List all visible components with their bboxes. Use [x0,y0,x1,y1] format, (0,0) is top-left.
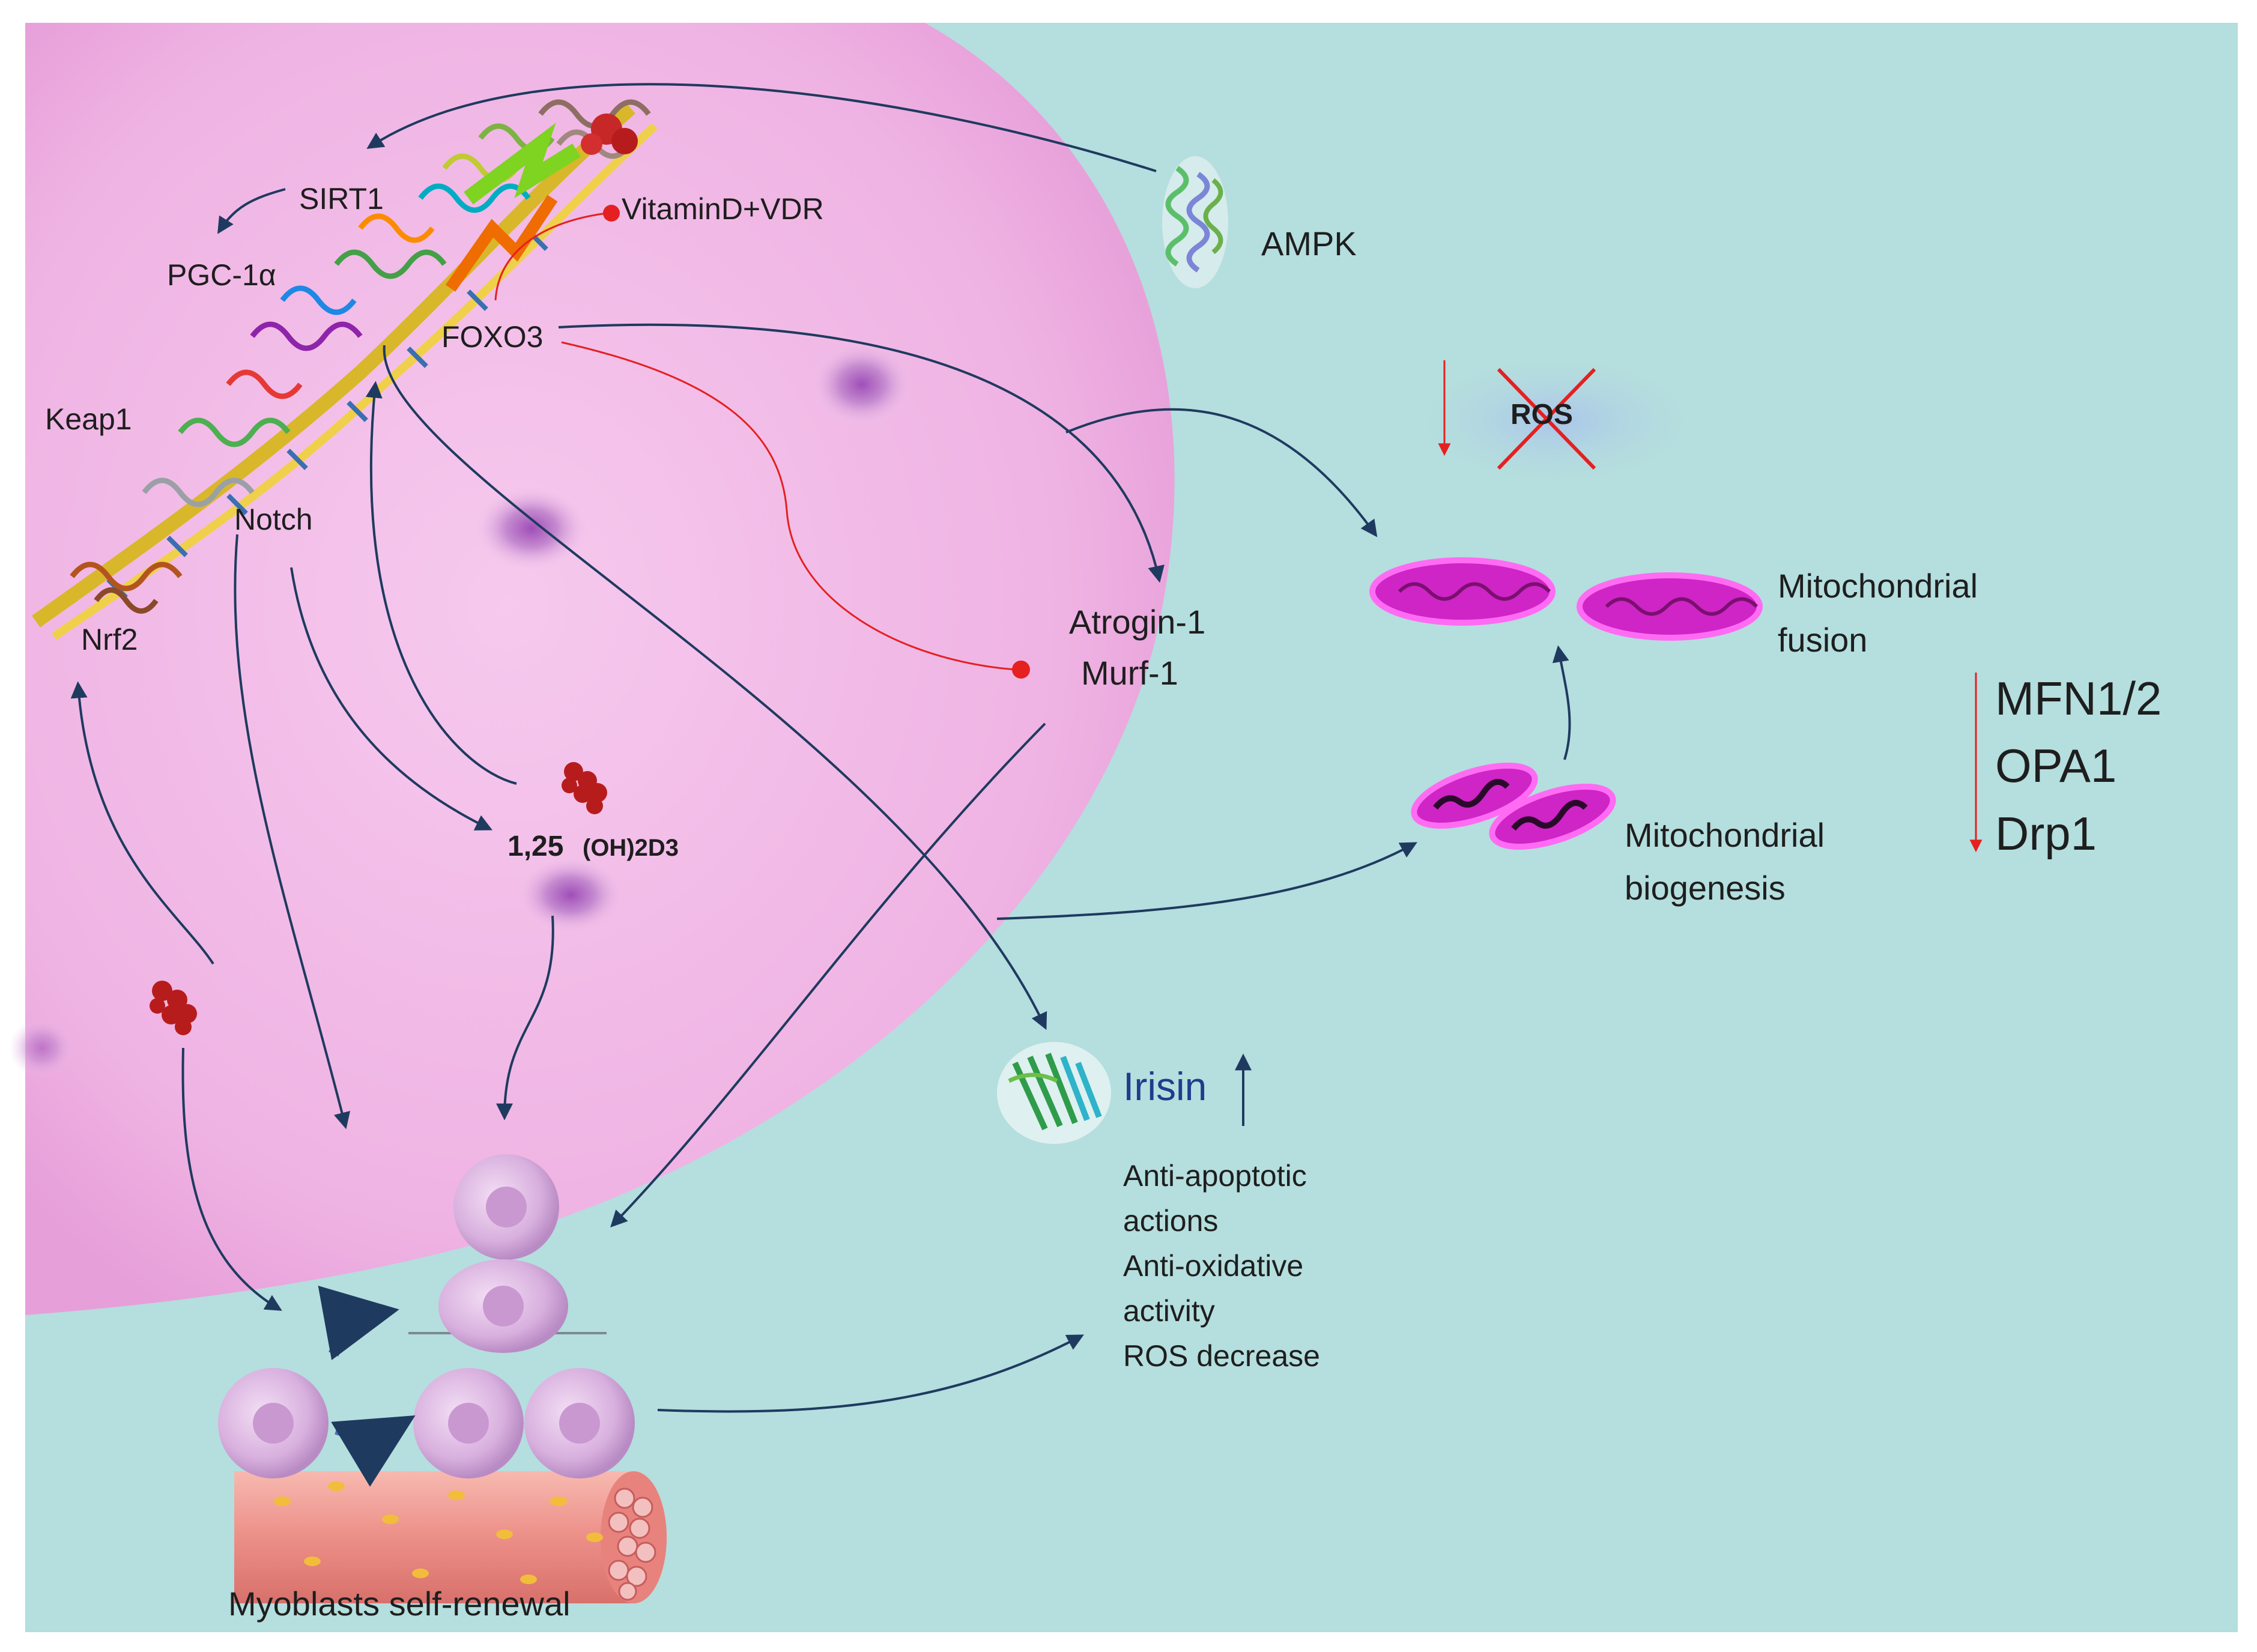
notch-to-cells-arrow [234,534,351,1130]
sirt1-label: SIRT1 [299,182,384,216]
pgc1a-to-irisin-arrow [383,345,1047,1030]
irisin-effect-5: ROS decrease [1123,1339,1320,1373]
biogenesis-to-fusion-arrow [1552,645,1571,760]
calcitriol-suffix-label: (OH)2D3 [583,835,679,861]
pathway-arrows [70,83,1571,1413]
division-arrow [331,1415,416,1487]
molecule-icon [150,981,197,1035]
nucleus [811,342,913,426]
mitochondrion-icon [1411,762,1616,850]
nucleus [517,856,625,934]
inhibition-end-icon [1012,661,1030,679]
keap1-label: Keap1 [45,402,132,436]
irisin-effect-4: activity [1123,1294,1215,1328]
ros-cloud [1405,351,1706,489]
muscle-fiber-icon [234,1471,667,1603]
irisin-label: Irisin [1123,1064,1207,1109]
nrf2-label: Nrf2 [81,623,138,656]
vitd-inhibits-foxo3-line [494,212,607,301]
calcitriol-to-pgc1a-arrow [365,381,517,785]
myoblast-cells [218,1368,635,1478]
inhibition-end-icon [603,205,620,222]
mfn12-label: MFN1/2 [1995,672,2162,725]
molecule-to-nrf2-arrow [70,681,214,965]
mito-fusion-label-line1: Mitochondrial [1778,567,1978,605]
molecule-icon [562,762,607,814]
notch-to-calcitriol-arrow [290,567,493,831]
murf1-label: Murf-1 [1081,654,1178,692]
division-arrow [318,1286,399,1361]
nucleus [474,486,589,570]
protein-structure-icon [32,99,658,640]
ros-label: ROS [1510,399,1573,431]
to-biogenesis-arrow [996,842,1417,920]
molecule-to-myoblasts-arrow [181,1047,282,1311]
notch-label: Notch [234,503,313,536]
foxo3-inhibits-atrogin-line [561,341,1016,671]
ros-indicator [1405,351,1706,489]
mito-biogenesis-label-line1: Mitochondrial [1625,816,1825,854]
myoblasts-label: Myoblasts self-renewal [228,1585,571,1623]
irisin-structure-icon [997,1042,1111,1144]
ampk-structure-icon [1162,156,1228,288]
nucleus [9,1018,75,1078]
foxo3-label: FOXO3 [441,320,543,354]
ampk-to-sirt1-arrow [366,83,1157,172]
mito-biogenesis-label-line2: biogenesis [1625,869,1786,907]
myoblasts-to-effects-arrow [657,1334,1084,1413]
drp1-label: Drp1 [1995,807,2097,860]
ampk-label: AMPK [1261,225,1357,262]
irisin-effect-3: Anti-oxidative [1123,1249,1303,1283]
opa1-label: OPA1 [1995,739,2116,792]
atrogin-to-cells-arrow [610,722,1046,1228]
mito-fusion-label-line2: fusion [1778,621,1867,659]
atrogin1-label: Atrogin-1 [1069,603,1205,641]
calcitriol-to-cells-arrow [496,915,554,1121]
satellite-cell-stack [408,1154,607,1353]
sirt1-to-pgc1a-arrow [217,188,286,234]
foxo3-to-atrogin-arrow [558,323,1165,583]
inhibition-lines [494,205,1030,679]
vitamin-d-vdr-label: VitaminD+VDR [622,192,824,226]
to-fusion-arrow [1065,408,1378,537]
mitochondrion-icon [1369,557,1763,641]
irisin-effect-1: Anti-apoptotic [1123,1159,1307,1193]
pgc1a-label: PGC-1α [167,258,276,292]
calcitriol-prefix-label: 1,25 [507,831,563,862]
irisin-effect-2: actions [1123,1204,1218,1238]
